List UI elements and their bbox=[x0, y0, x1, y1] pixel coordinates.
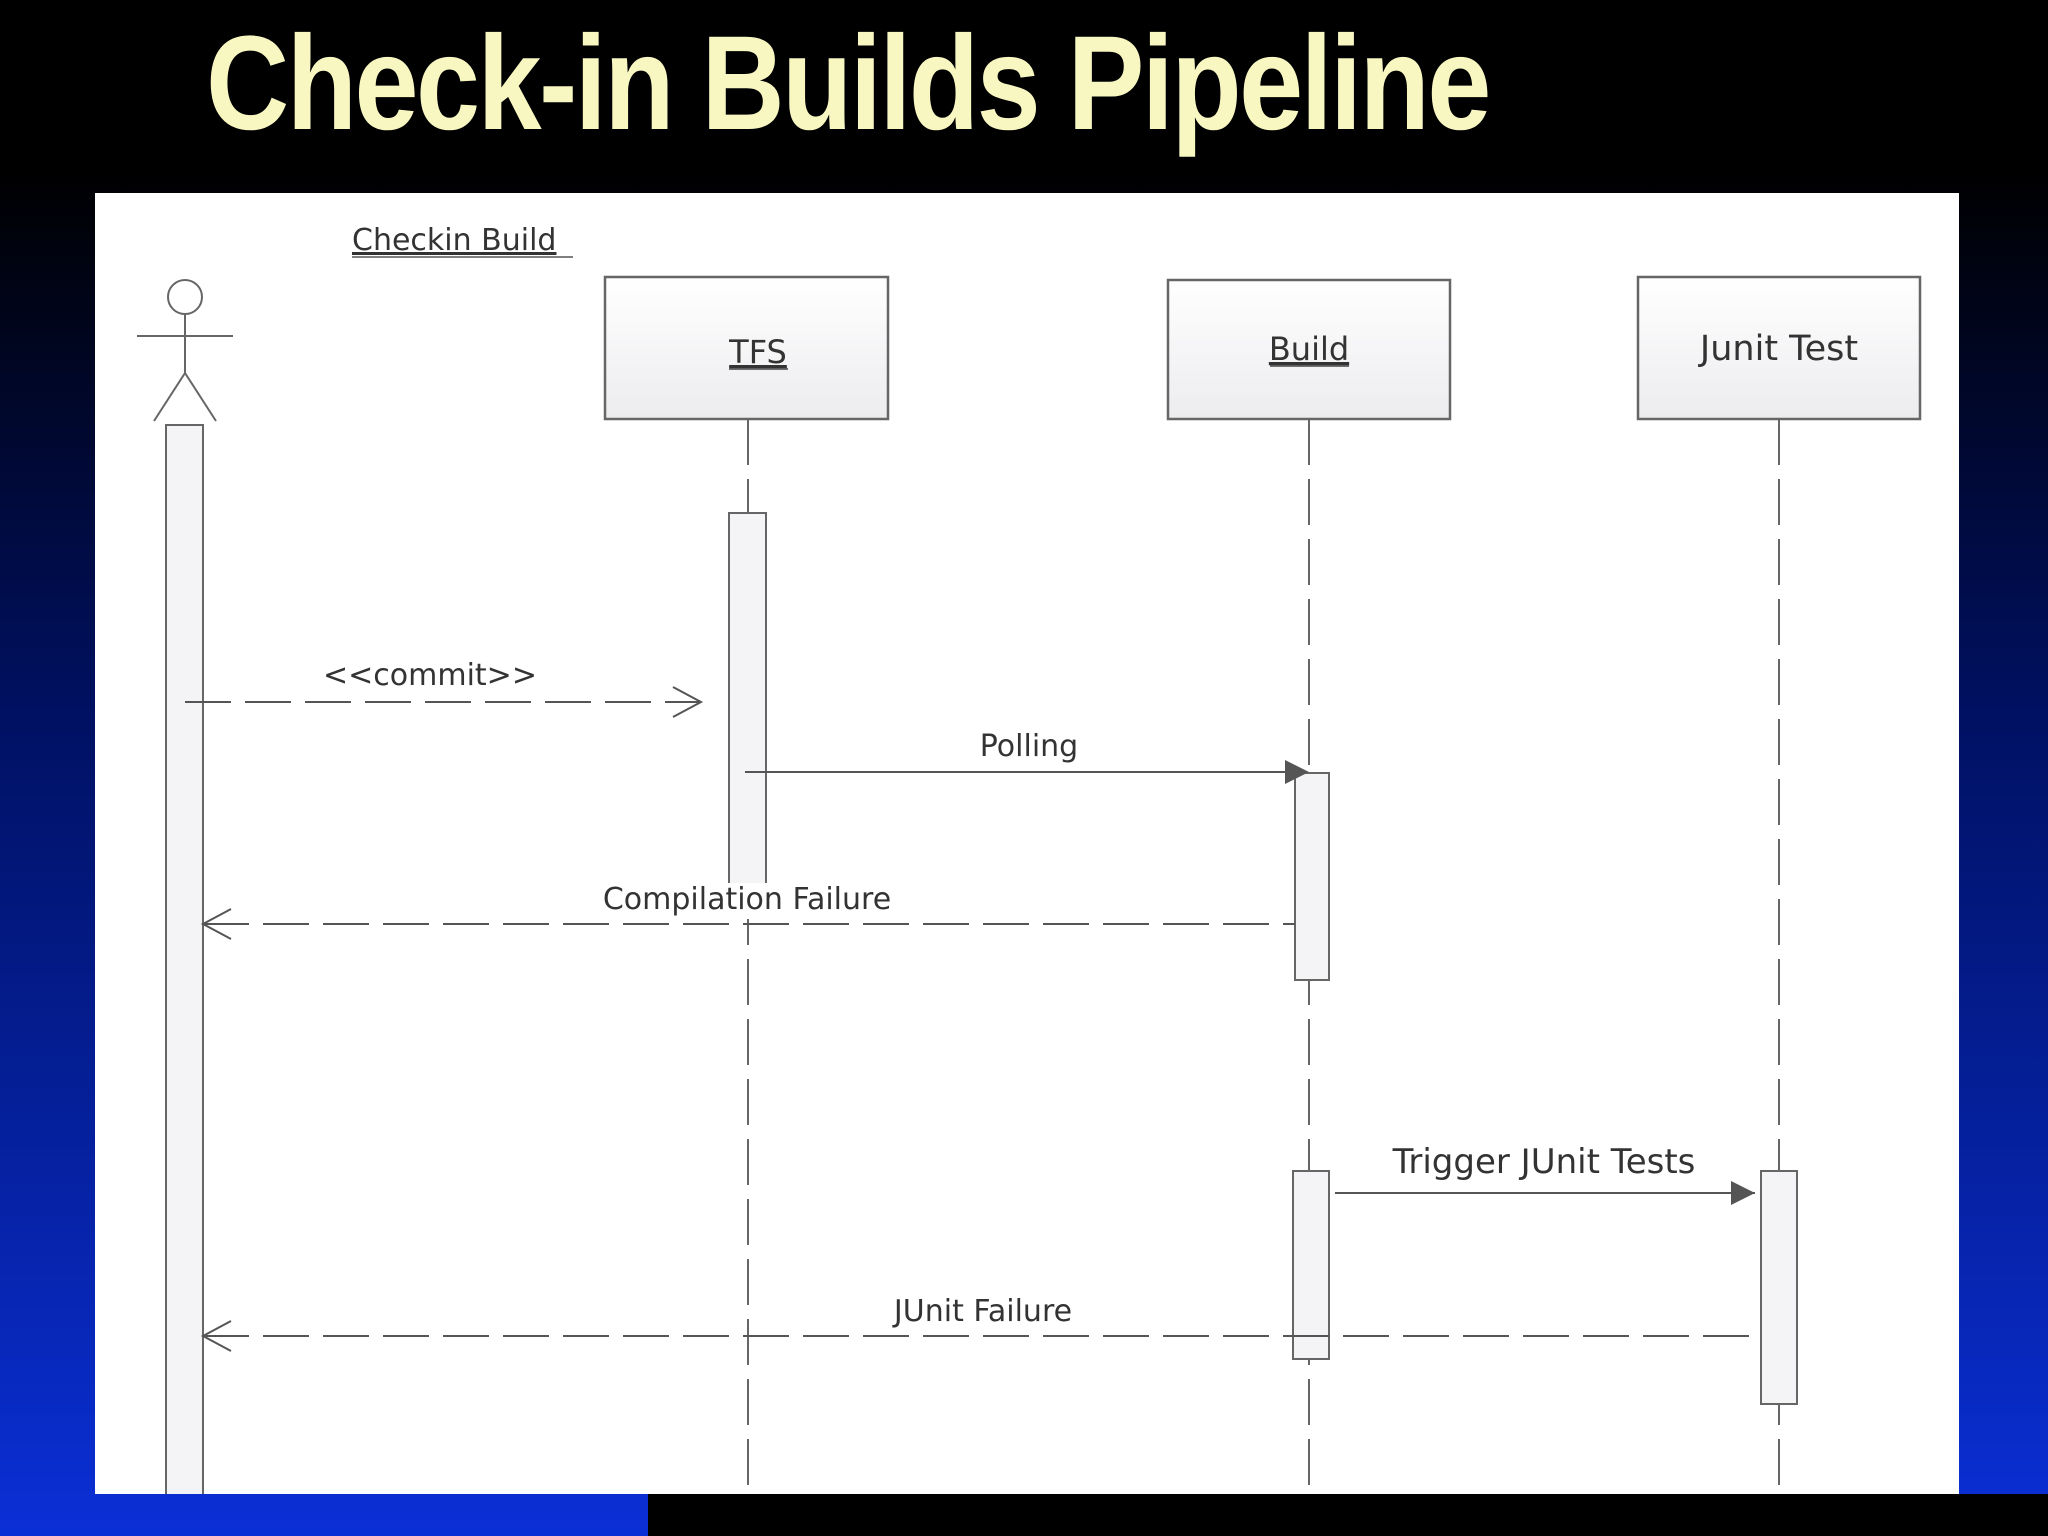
lifeline-build: Build bbox=[1166, 278, 1452, 421]
message-label-trigger-junit-tests: Trigger JUnit Tests bbox=[1392, 1142, 1696, 1182]
sequence-diagram: Checkin Build TFS Build Junit Test bbox=[95, 193, 1959, 1494]
message-label-compilation-failure: Compilation Failure bbox=[603, 882, 891, 917]
actor-icon bbox=[137, 279, 233, 422]
actor-activation-bar bbox=[165, 424, 204, 1494]
slide-title: Check-in Builds Pipeline bbox=[206, 9, 1491, 158]
message-label-commit: <<commit>> bbox=[323, 658, 537, 693]
activation-bar-build-2 bbox=[1292, 1170, 1330, 1360]
lifeline-label-tfs: TFS bbox=[728, 333, 787, 371]
message-polling: Polling bbox=[745, 729, 1309, 784]
frame-label: Checkin Build bbox=[352, 223, 556, 258]
activation-bar-build-1 bbox=[1294, 772, 1330, 981]
lifeline-label-junit: Junit Test bbox=[1698, 329, 1858, 369]
message-compilation-failure: Compilation Failure bbox=[200, 882, 1295, 940]
message-label-polling: Polling bbox=[980, 729, 1078, 764]
lifeline-tfs: TFS bbox=[603, 275, 890, 421]
message-commit: <<commit>> bbox=[185, 658, 704, 718]
lifeline-junit: Junit Test bbox=[1636, 275, 1922, 421]
activation-bar-tfs bbox=[728, 512, 767, 909]
activation-bar-junit bbox=[1760, 1170, 1798, 1405]
message-junit-failure: JUnit Failure bbox=[200, 1294, 1761, 1352]
slide-background-bottom bbox=[648, 1494, 2048, 1536]
message-label-junit-failure: JUnit Failure bbox=[892, 1294, 1072, 1329]
message-trigger-junit-tests: Trigger JUnit Tests bbox=[1335, 1142, 1755, 1205]
lifeline-label-build: Build bbox=[1269, 330, 1349, 368]
